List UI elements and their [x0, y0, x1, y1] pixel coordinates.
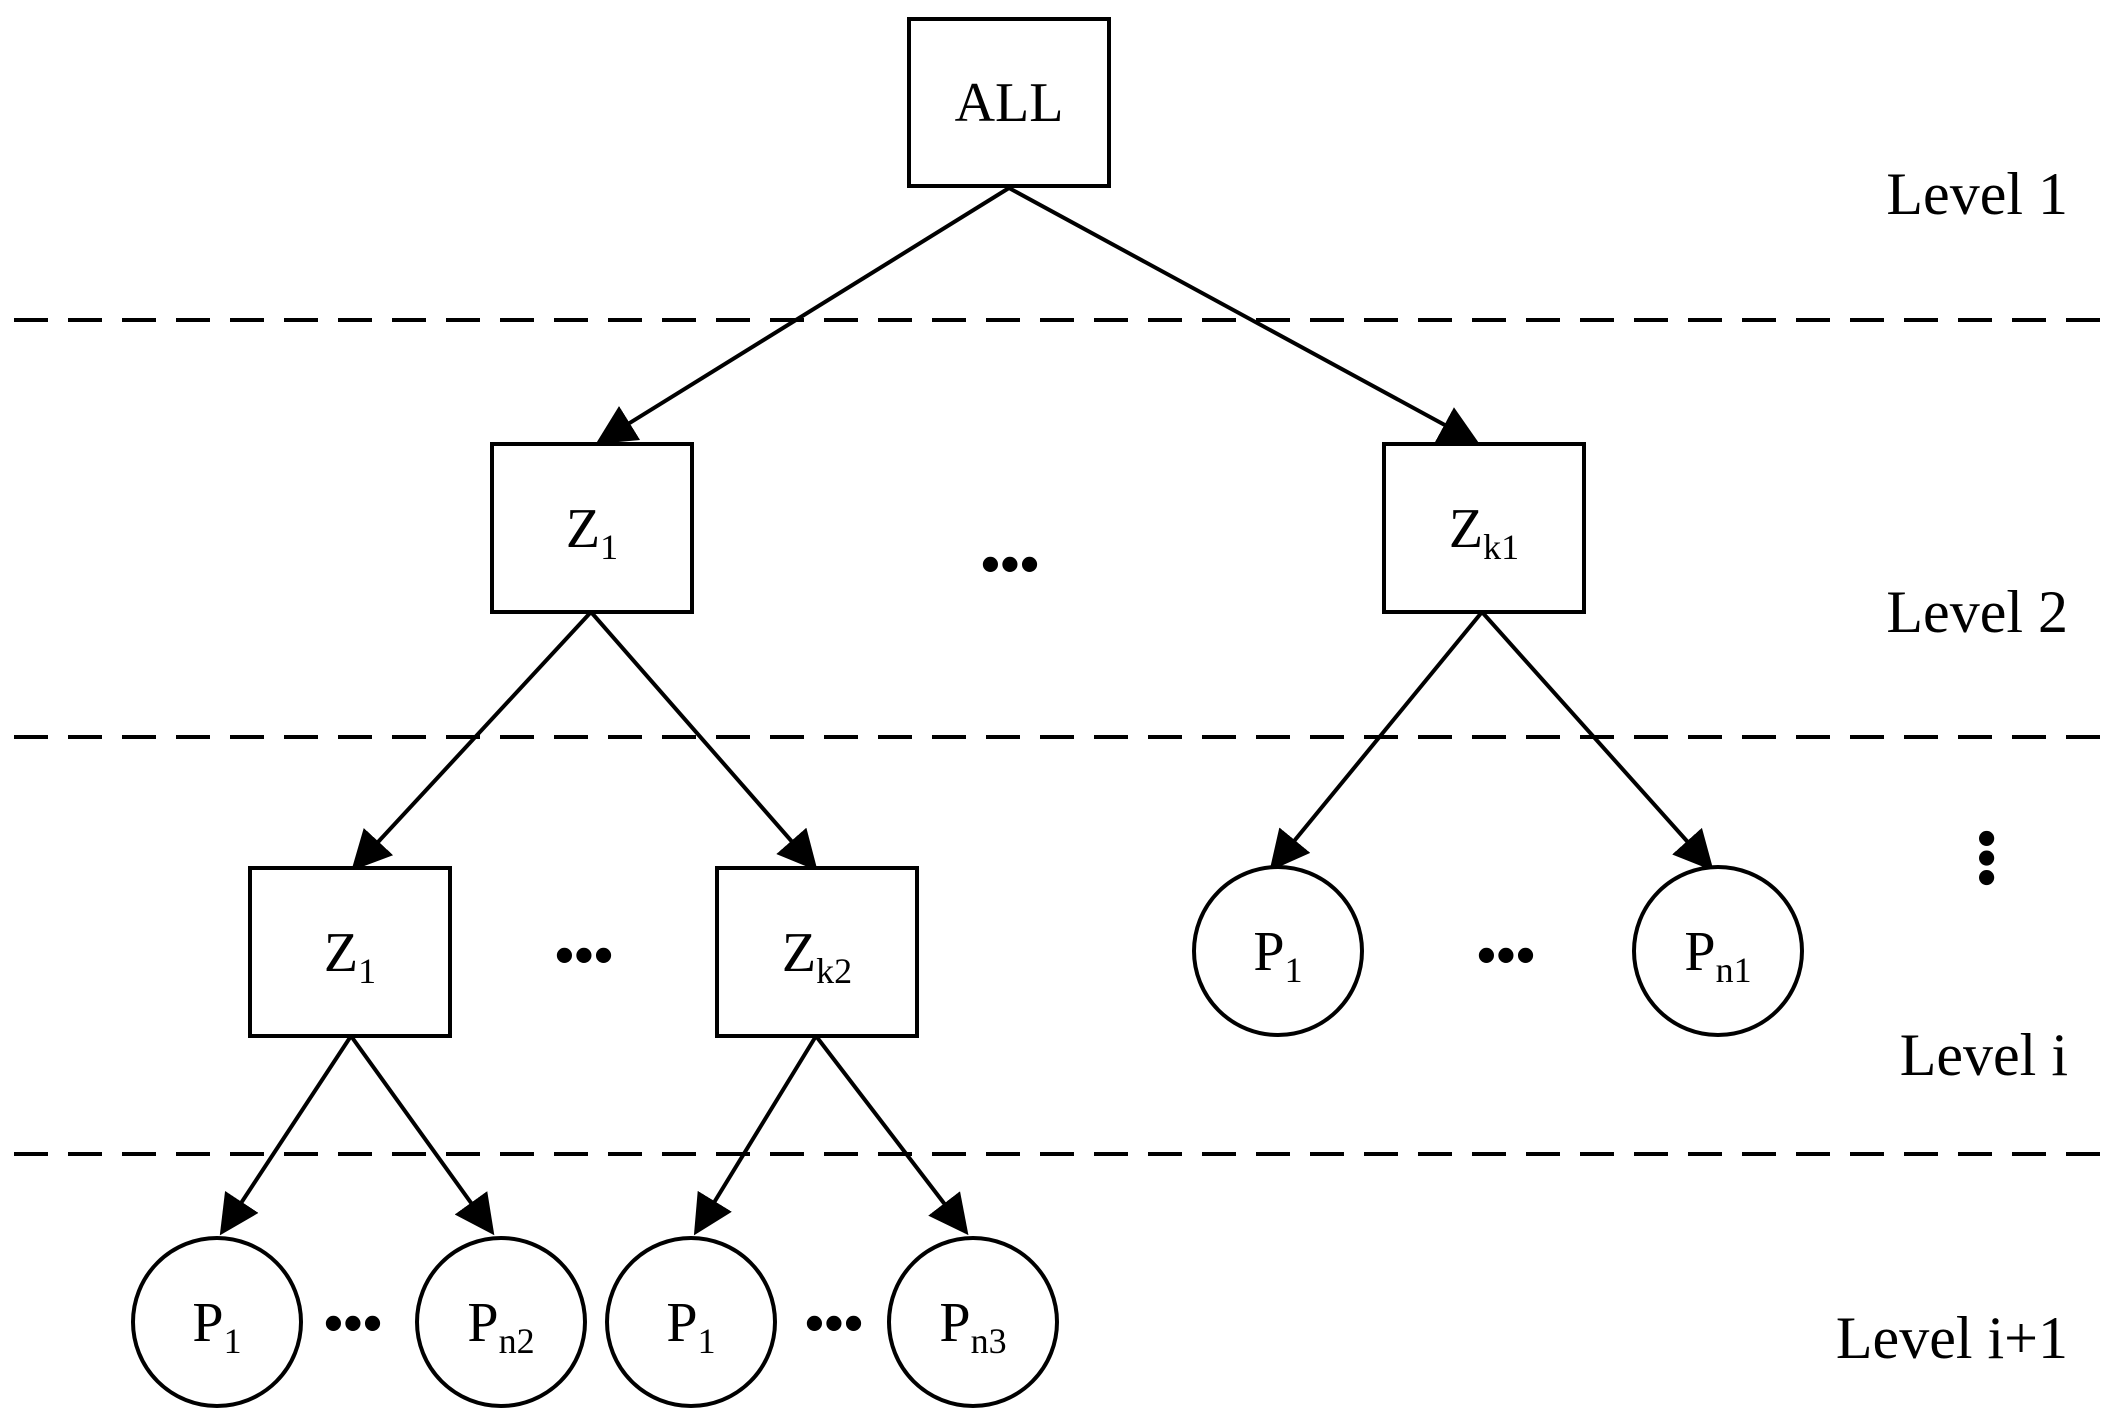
edge-all-z1: [595, 186, 1011, 445]
ellipsis-leveli-right: •••: [1477, 925, 1536, 987]
svg-text:P1: P1: [192, 1292, 241, 1361]
node-z1-level2: Z1: [490, 442, 694, 614]
ellipsis-vertical-levels: •••: [1955, 829, 2017, 888]
node-z1-leveli: Z1: [248, 866, 452, 1038]
node-pn1: Pn1: [1632, 865, 1804, 1037]
level-label-1: Level 1: [1886, 161, 2068, 227]
svg-text:Zk2: Zk2: [782, 922, 852, 991]
node-z1-leveli-label: Z: [324, 922, 358, 984]
edge-z1-z1: [351, 610, 593, 871]
node-all-label: ALL: [955, 72, 1064, 134]
node-pn1-label: P: [1684, 921, 1715, 983]
node-zk2-label: Z: [782, 922, 816, 984]
node-pn3-sub: n3: [971, 1321, 1007, 1361]
svg-text:P1: P1: [666, 1292, 715, 1361]
svg-text:Pn3: Pn3: [939, 1292, 1006, 1361]
ellipsis-leveli-left: •••: [555, 925, 614, 987]
svg-text:P1: P1: [1253, 921, 1302, 990]
ellipsis-level-i1-left: •••: [324, 1293, 383, 1355]
svg-text:Zk1: Zk1: [1449, 498, 1519, 567]
node-pn2: Pn2: [415, 1236, 587, 1408]
ellipsis-level2: •••: [981, 534, 1040, 596]
svg-text:Pn2: Pn2: [467, 1292, 534, 1361]
edge-z1-pn2: [349, 1034, 495, 1236]
node-p1-a-label: P: [192, 1292, 223, 1354]
edge-all-zk1: [1008, 186, 1480, 444]
node-pn3: Pn3: [887, 1236, 1059, 1408]
edge-zk2-p1: [693, 1034, 818, 1236]
node-pn2-label: P: [467, 1292, 498, 1354]
node-p1-leveli-label: P: [1253, 921, 1284, 983]
edge-z1-zk2: [589, 610, 818, 872]
svg-text:Z1: Z1: [566, 498, 618, 567]
node-pn2-sub: n2: [499, 1321, 535, 1361]
svg-text:Z1: Z1: [324, 922, 376, 991]
svg-text:Pn1: Pn1: [1684, 921, 1751, 990]
level-label-i: Level i: [1900, 1022, 2068, 1088]
node-zk2-sub: k2: [816, 951, 852, 991]
node-p1-a-sub: 1: [224, 1321, 242, 1361]
node-all: ALL: [907, 17, 1111, 188]
node-p1-b: P1: [605, 1236, 777, 1408]
node-z1-level2-label: Z: [566, 498, 600, 560]
node-zk2: Zk2: [715, 866, 919, 1038]
level-label-2: Level 2: [1886, 579, 2068, 645]
node-p1-leveli: P1: [1192, 865, 1364, 1037]
node-p1-leveli-sub: 1: [1285, 950, 1303, 990]
node-zk1-sub: k1: [1483, 527, 1519, 567]
node-p1-b-sub: 1: [698, 1321, 716, 1361]
edge-zk1-p1: [1269, 610, 1484, 872]
node-zk1-label: Z: [1449, 498, 1483, 560]
node-pn1-sub: n1: [1716, 950, 1752, 990]
edge-zk1-pn1: [1480, 610, 1714, 871]
node-p1-a: P1: [131, 1236, 303, 1408]
ellipsis-level-i1-right: •••: [805, 1293, 864, 1355]
node-z1-level2-sub: 1: [600, 527, 618, 567]
edge-zk2-pn3: [814, 1034, 969, 1236]
node-p1-b-label: P: [666, 1292, 697, 1354]
edge-z1-p1: [219, 1034, 353, 1236]
level-label-i1: Level i+1: [1836, 1305, 2068, 1371]
node-z1-leveli-sub: 1: [358, 951, 376, 991]
node-zk1: Zk1: [1382, 442, 1586, 614]
node-pn3-label: P: [939, 1292, 970, 1354]
svg-text:ALL: ALL: [955, 72, 1064, 134]
